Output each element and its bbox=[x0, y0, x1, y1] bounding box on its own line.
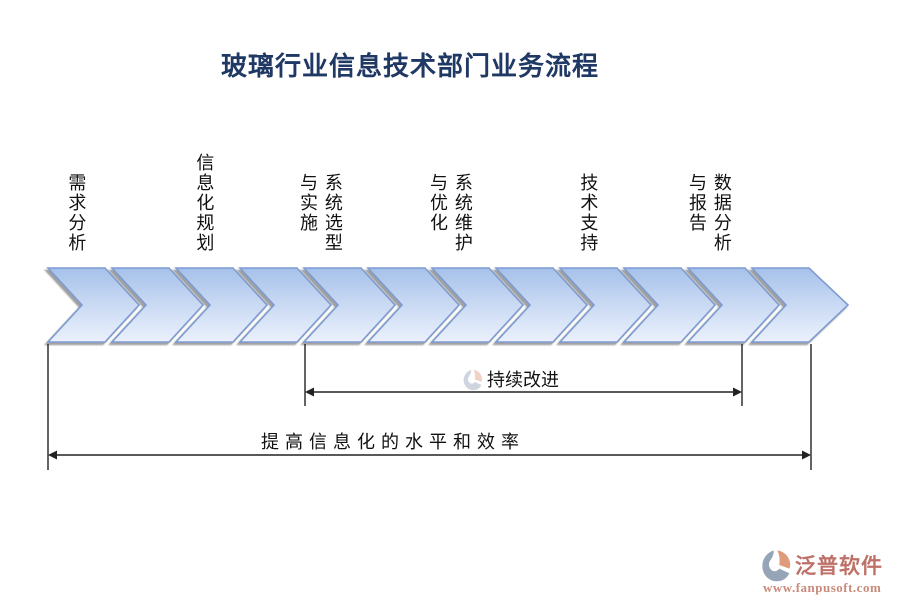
annotation-improve-efficiency: 提高信息化的水平和效率 bbox=[261, 432, 525, 452]
chevron-arrow bbox=[494, 267, 589, 343]
process-step-label: 信息化规划 bbox=[194, 153, 215, 253]
chevron-arrow bbox=[174, 267, 269, 343]
chevron-arrow bbox=[622, 267, 717, 343]
brand-name: 泛普软件 bbox=[795, 555, 883, 578]
arrowhead-icon bbox=[305, 387, 314, 397]
chevron-arrow bbox=[46, 267, 141, 343]
process-step-label: 需求分析 bbox=[66, 173, 87, 253]
brand-url: www.fanpusoft.com bbox=[763, 580, 882, 595]
diagram-title: 玻璃行业信息技术部门业务流程 bbox=[220, 51, 600, 81]
process-step-label: 系统维护与优化 bbox=[428, 173, 473, 253]
process-step-label: 系统选型与实施 bbox=[298, 173, 343, 253]
arrowhead-icon bbox=[802, 450, 811, 460]
chevron-arrow bbox=[110, 267, 205, 343]
chevron-arrow bbox=[686, 267, 781, 343]
chevron-arrow bbox=[302, 267, 397, 343]
arrowhead-icon bbox=[733, 387, 742, 397]
annotation-label: 持续改进 bbox=[487, 370, 559, 390]
chevron-arrow bbox=[238, 267, 333, 343]
annotation-continuous-improvement: 持续改进 bbox=[462, 366, 559, 392]
watermark-logo-icon bbox=[462, 368, 484, 391]
chevron-arrow bbox=[750, 267, 850, 343]
process-step-label: 数据分析与报告 bbox=[687, 173, 732, 253]
fanpu-logo-icon bbox=[760, 547, 793, 583]
arrowhead-icon bbox=[48, 450, 57, 460]
chevron-arrow bbox=[430, 267, 525, 343]
chevron-arrow bbox=[366, 267, 461, 343]
brand-footer: 泛普软件 www.fanpusoft.com bbox=[760, 547, 896, 596]
chevron-arrow bbox=[558, 267, 653, 343]
process-step-label: 技术支持 bbox=[578, 173, 599, 253]
